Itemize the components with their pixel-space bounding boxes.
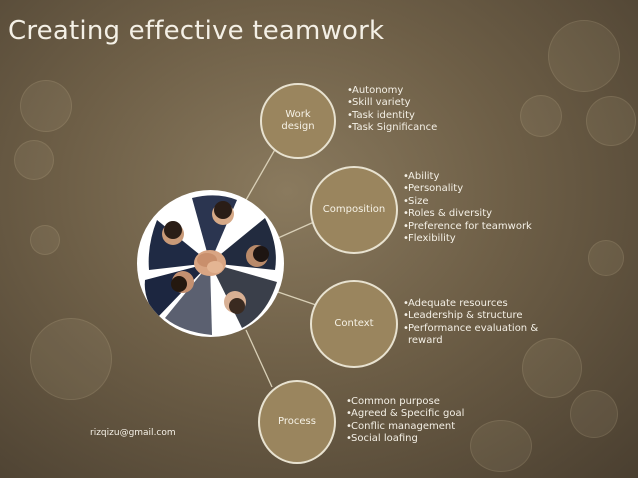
- bokeh-circle: [30, 225, 60, 255]
- slide-title: Creating effective teamwork: [8, 16, 385, 46]
- bokeh-circle: [522, 338, 582, 398]
- author-email: rizqizu@gmail.com: [90, 428, 176, 438]
- bullet-item: Adequate resources: [403, 298, 538, 311]
- bokeh-circle: [586, 96, 636, 146]
- bullet-list-context: Adequate resources Leadership & structur…: [403, 298, 538, 348]
- bokeh-circle: [548, 20, 620, 92]
- bullet-item: Flexibility: [403, 233, 532, 246]
- team-huddle-photo: [137, 190, 284, 337]
- bullet-list-composition: Ability Personality Size Roles & diversi…: [403, 171, 532, 246]
- bullet-item: Agreed & Specific goal: [346, 408, 464, 421]
- node-composition: Composition: [310, 166, 398, 254]
- bokeh-circle: [588, 240, 624, 276]
- bullet-item: Ability: [403, 171, 532, 184]
- bullet-item: Personality: [403, 183, 532, 196]
- bokeh-circle: [14, 140, 54, 180]
- bullet-item: Performance evaluation & reward: [403, 323, 538, 348]
- bokeh-circle: [30, 318, 112, 400]
- bullet-item: Leadership & structure: [403, 310, 538, 323]
- bullet-list-process: Common purpose Agreed & Specific goal Co…: [346, 396, 464, 446]
- node-context: Context: [310, 280, 398, 368]
- bullet-item: Common purpose: [346, 396, 464, 409]
- connector-line: [245, 329, 273, 388]
- bokeh-circle: [20, 80, 72, 132]
- bullet-item: Conflic management: [346, 421, 464, 434]
- bullet-item: Task Significance: [347, 122, 437, 135]
- bullet-item: Skill variety: [347, 97, 437, 110]
- connector-line: [277, 221, 315, 239]
- bullet-item: Preference for teamwork: [403, 221, 532, 234]
- bokeh-circle: [470, 420, 532, 472]
- bokeh-circle: [520, 95, 562, 137]
- bullet-item: Task identity: [347, 110, 437, 123]
- bullet-item: Roles & diversity: [403, 208, 532, 221]
- connector-line: [277, 291, 317, 306]
- bullet-item: Autonomy: [347, 85, 437, 98]
- node-process: Process: [258, 380, 336, 464]
- bullet-list-work-design: Autonomy Skill variety Task identity Tas…: [347, 85, 437, 135]
- bokeh-circle: [570, 390, 618, 438]
- bullet-item: Size: [403, 196, 532, 209]
- bullet-item: Social loafing: [346, 433, 464, 446]
- node-work-design: Work design: [260, 83, 336, 159]
